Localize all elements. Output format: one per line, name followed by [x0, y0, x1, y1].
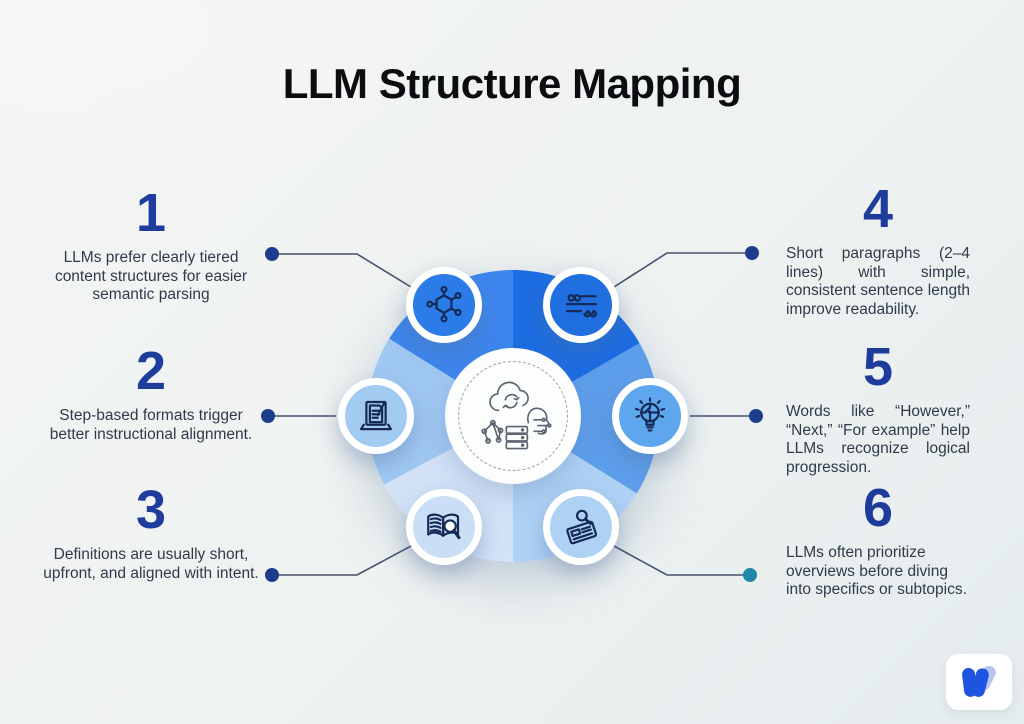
item-5-text: Words like “However,” “Next,” “For examp… — [786, 403, 970, 476]
book-magnifier-icon — [423, 506, 465, 548]
quote-text-icon — [560, 284, 602, 326]
item-6-number: 6 — [862, 478, 894, 538]
item-2: 2 Step-based formats trigger better inst… — [40, 344, 262, 444]
connector-dot-6 — [743, 568, 757, 582]
page-title: LLM Structure Mapping — [282, 60, 742, 107]
pod-laptop — [338, 378, 414, 454]
item-1-number: 1 — [135, 183, 167, 243]
item-4-number: 4 — [862, 179, 894, 239]
laptop-document-icon — [355, 395, 397, 437]
connector-line-4 — [613, 252, 752, 288]
connector-dot-3 — [265, 568, 279, 582]
item-5: 5 Words like “However,” “Next,” “For exa… — [786, 340, 970, 477]
newspaper-magnifier-icon — [560, 506, 602, 548]
dashed-ring — [458, 361, 568, 471]
item-1: 1 LLMs prefer clearly tiered content str… — [40, 186, 262, 305]
connector-line-1 — [272, 253, 412, 288]
item-4-text: Short paragraphs (2–4 lines) with simple… — [786, 245, 970, 318]
connector-dot-2 — [261, 409, 275, 423]
item-2-number: 2 — [135, 341, 167, 401]
connector-dot-1 — [265, 247, 279, 261]
brand-logo-icon — [962, 665, 996, 697]
item-5-number: 5 — [862, 337, 894, 397]
lightbulb-puzzle-icon — [629, 395, 671, 437]
connector-dot-4 — [745, 246, 759, 260]
item-3: 3 Definitions are usually short, upfront… — [40, 483, 262, 583]
brand-logo — [946, 654, 1012, 710]
molecule-network-icon — [423, 284, 465, 326]
item-2-text: Step-based formats trigger better instru… — [49, 407, 253, 443]
pod-molecule — [406, 267, 482, 343]
connector-line-6 — [613, 545, 750, 576]
item-4: 4 Short paragraphs (2–4 lines) with simp… — [786, 182, 970, 319]
item-1-text: LLMs prefer clearly tiered content struc… — [54, 249, 248, 304]
connector-line-3 — [272, 545, 412, 576]
pod-quotes — [543, 267, 619, 343]
ai-cloud-data-brain-icon — [481, 381, 552, 450]
pod-book — [406, 489, 482, 565]
pod-bulb — [612, 378, 688, 454]
pod-news — [543, 489, 619, 565]
center-hub — [445, 348, 581, 484]
item-3-text: Definitions are usually short, upfront, … — [43, 546, 259, 582]
connector-dot-5 — [749, 409, 763, 423]
item-6: 6 LLMs often prioritize overviews before… — [786, 481, 970, 600]
item-6-text: LLMs often prioritize overviews before d… — [786, 544, 967, 599]
item-3-number: 3 — [135, 480, 167, 540]
